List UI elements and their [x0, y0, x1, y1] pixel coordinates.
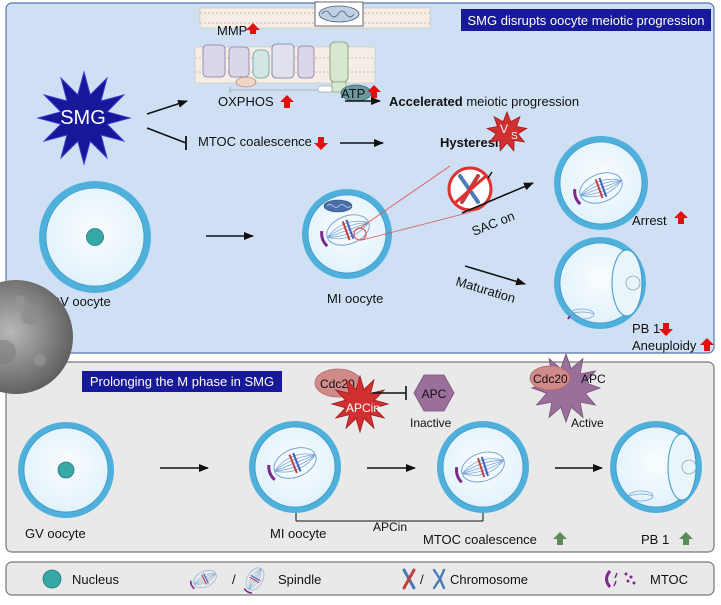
moon-icon [0, 280, 73, 394]
gv-oocyte-top [39, 181, 151, 293]
mi-oocyte-bottom [249, 421, 341, 513]
hysteresis-label: Hysteresis [440, 135, 506, 150]
aneuploidy-label: Aneuploidy [632, 338, 697, 353]
arrest-label: Arrest [632, 213, 667, 228]
top-panel-title: SMG disrupts oocyte meiotic progression [468, 13, 705, 28]
membrane-schematic [194, 1, 431, 93]
oxphos-label: OXPHOS [218, 94, 274, 109]
pb1-up-arrow-icon [679, 532, 693, 545]
legend-mtoc-label: MTOC [650, 572, 688, 587]
inactive-label: Inactive [410, 416, 452, 430]
legend-slash-2: / [420, 572, 424, 587]
legend-slash-1: / [232, 572, 236, 587]
mtoc-down-arrow-icon [314, 137, 328, 150]
pb1-top-label: PB 1 [632, 321, 660, 336]
top-panel-title-box [461, 9, 711, 31]
mtoc-coalescence-bottom-label: MTOC coalescence [423, 532, 537, 547]
mtoc-up-arrow-icon [553, 532, 567, 545]
cdc20-blob-active [529, 365, 571, 391]
legend-panel [5, 561, 715, 596]
apcin-starburst [330, 374, 390, 434]
smg-inhibit-mtoc-line [146, 127, 187, 144]
nucleus-icon [86, 228, 104, 246]
gv-oocyte-bottom-label: GV oocyte [25, 526, 86, 541]
zoom-line-upper [359, 165, 451, 229]
arrest-up-arrow-icon [674, 211, 688, 224]
vs-v-label: V [500, 122, 508, 136]
mtoc-coalescence-label: MTOC coalescence [198, 134, 312, 149]
cdc20-label-b: Cdc20 [533, 372, 568, 386]
atp-label: ATP [341, 86, 365, 101]
active-label: Active [571, 416, 604, 430]
vs-s-label: S [511, 131, 518, 142]
apcin-bracket-label: APCin [373, 520, 407, 534]
smg-label: SMG [60, 107, 106, 129]
mtoc-coalescence-oocyte [437, 421, 529, 513]
gv-oocyte-bottom [18, 422, 114, 518]
apc-active-label: APC [581, 372, 606, 386]
legend-nucleus-label: Nucleus [72, 572, 119, 587]
bottom-panel-title-box [82, 371, 282, 392]
arrest-oocyte [554, 136, 648, 230]
smg-to-oxphos-arrow [146, 99, 188, 115]
mi-oocyte-top [302, 189, 392, 279]
maturation-arrow [464, 265, 526, 286]
mmp-label: MMP [217, 23, 247, 38]
oxphos-up-arrow-icon [280, 95, 294, 108]
legend-chromosome-icon-b [432, 568, 446, 590]
gv-oocyte-top-label: GV oocyte [50, 294, 111, 309]
atp-up-arrow-icon [367, 85, 381, 98]
legend-chromosome-label: Chromosome [450, 572, 528, 587]
apc-inactive-hexagon [413, 374, 455, 412]
bottom-panel-title: Prolonging the M phase in SMG [90, 374, 274, 389]
accelerated-text: Accelerated meiotic progression [389, 94, 579, 109]
legend-spindle-label: Spindle [278, 572, 321, 587]
pb1-oocyte-bottom [610, 421, 702, 513]
legend-chromosome-icon-a [402, 568, 416, 590]
legend-mtoc-icon [605, 570, 636, 588]
pb1-down-arrow-icon [659, 323, 673, 336]
legend-nucleus-icon [42, 569, 62, 589]
apcin-label: APCin [346, 401, 380, 415]
aneuploidy-up-arrow-icon [700, 338, 714, 351]
sac-on-arrow [461, 182, 534, 214]
bottom-panel [5, 361, 715, 553]
zoom-line-lower [361, 211, 472, 241]
smg-starburst [36, 70, 132, 166]
pb1-oocyte-top [554, 237, 646, 329]
mmp-up-arrow-icon [246, 23, 260, 34]
pb1-bottom-label: PB 1 [641, 532, 669, 547]
mi-oocyte-bottom-label: MI oocyte [270, 526, 326, 541]
mitochondrion-icon [323, 199, 353, 213]
mi-oocyte-top-label: MI oocyte [327, 291, 383, 306]
nucleus-icon [57, 461, 75, 479]
vs-starburst [486, 110, 528, 152]
apc-inactive-label: APC [422, 387, 447, 401]
